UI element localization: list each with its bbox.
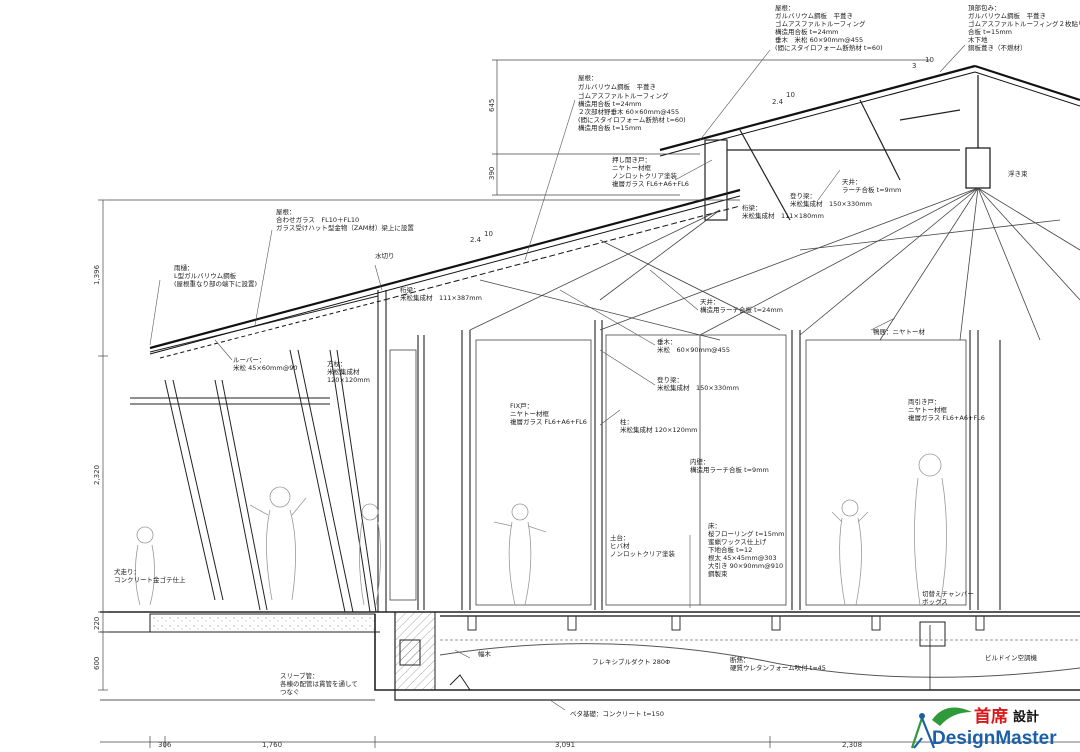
annotations: 屋根： ガルバリウム鋼板 平葺き ゴムアスファルトルーフィング 構造用合板 t=…: [114, 3, 1080, 718]
note-floor: 床： 桜フローリング t=15mm 蜜蝋ワックス仕上げ 下地合板 t=12 根太…: [708, 521, 787, 578]
note-slide-door: 両引き戸： ニヤトー材框 複層ガラス FL6+A6+FL6: [908, 397, 985, 422]
note-ridge: 頂部包み： ガルバリウム鋼板 平葺き ゴムアスファルトルーフィング２枚貼り 合板…: [968, 3, 1080, 52]
roof-lower: [149, 188, 741, 359]
note-head-mullion: 鴨居：ニヤトー材: [873, 327, 926, 336]
note-doghouse: 犬走り： コンクリート金ゴテ仕上: [114, 567, 186, 584]
note-beam-top: 桁梁： 米松集成材 111×180mm: [742, 203, 824, 220]
slope-ridge-rise: 3: [912, 62, 916, 70]
child-figures: [135, 453, 947, 606]
slope-mid-run: 10: [786, 91, 795, 99]
foundation: [100, 611, 1080, 701]
canopy-struts: [130, 295, 379, 613]
ceiling-rafters: [469, 187, 1080, 341]
dim-v-6: 600: [93, 657, 101, 670]
note-column: 柱： 米松集成材 120×120mm: [620, 417, 698, 434]
note-roof-top-left: 屋根： ガルバリウム鋼板 平葺き ゴムアスファルトルーフィング 構造用合板 t=…: [578, 73, 688, 132]
logo-english: DesignMaster: [932, 728, 1057, 749]
dim-v-2: 390: [488, 167, 496, 180]
leaf-swoosh-icon: [932, 707, 972, 726]
note-baseboard: 幅木: [478, 649, 492, 658]
note-sill: 土台： ヒバ材 ノンロットクリア塗装: [610, 533, 676, 558]
note-louver: ルーバー： 米松 45×60mm@90: [233, 356, 298, 372]
note-push-window: 押し開き戸： ニヤトー材框 ノンロットクリア塗装 複層ガラス FL6+A6+FL…: [612, 155, 689, 188]
dim-h-3: 3,091: [555, 741, 575, 749]
dim-v-1: 645: [488, 99, 496, 112]
slope-left-rise: 2.4: [470, 236, 482, 244]
note-climb-beam: 登り梁： 米松集成材 150×330mm: [657, 375, 739, 392]
compass-icon: [910, 713, 936, 749]
note-rafter: 垂木： 米松 60×90mm@455: [657, 337, 730, 354]
floor-joists: [440, 615, 1080, 631]
dim-texts: 306 1,760 3,091 2,308 645 390 1,396 2,32…: [93, 56, 934, 749]
dim-v-4: 2,320: [93, 465, 101, 485]
dim-h-4: 2,308: [842, 741, 862, 749]
dim-h-1: 306: [158, 741, 172, 749]
note-door-fix: FIX戸： ニヤトー材框 複層ガラス FL6+A6+FL6: [510, 402, 587, 426]
slope-mid-rise: 2.4: [772, 98, 784, 106]
logo-chinese: 首席: [974, 706, 1008, 727]
note-ceiling-top: 天井： ラーチ合板 t=9mm: [842, 177, 901, 194]
note-square-post: 方杖： 米松集成材 120×120mm: [327, 359, 370, 384]
note-insulation: 断熱： 硬質ウレタンフォーム吹付 t=45: [730, 655, 826, 672]
columns: [377, 290, 1001, 612]
slope-ridge-run: 10: [925, 56, 934, 64]
note-foundation: ベタ基礎：コンクリート t=150: [570, 709, 664, 718]
note-ceiling-mid: 天井： 構造用ラーチ合板 t=24mm: [700, 297, 783, 314]
note-glass-roof: 屋根： 合わせガラス FL10＋FL10 ガラス受けハット型金物（ZAM材）梁上…: [276, 207, 414, 232]
logo-chinese-sub: 設計: [1013, 709, 1039, 725]
note-sleeve: スリーブ管： 各棟の配管は貫管を通して つなぐ: [280, 671, 360, 696]
dim-v-3: 1,396: [93, 264, 101, 285]
dim-h-2: 1,760: [262, 741, 282, 749]
note-duct: フレキシブルダクト 280Φ: [592, 657, 670, 666]
note-interior-wall: 内壁： 構造用ラーチ合板 t=9mm: [690, 457, 769, 474]
slope-left-run: 10: [484, 230, 493, 238]
note-eaves: 雨樋： L型ガルバリウム鋼板 (屋根重なり部の端下に設置): [174, 263, 257, 288]
designmaster-logo: 首席 設計 DesignMaster: [910, 706, 1057, 749]
note-climb-beam-top: 登り梁： 米松集成材 150×330mm: [790, 191, 872, 208]
door-frames: [389, 334, 967, 606]
leader-lines: [149, 44, 966, 711]
note-beam-low: 桁梁： 米松集成材 111×387mm: [400, 285, 482, 302]
note-floating-rafter: 浮き束: [1008, 169, 1028, 178]
dimension-lines: [98, 59, 1080, 748]
note-damper: 切替えチャンバー ボックス: [922, 589, 976, 606]
note-mizukiri: 水切り: [375, 251, 395, 260]
dim-v-5: 220: [93, 617, 101, 630]
note-roof-top-mid: 屋根： ガルバリウム鋼板 平葺き ゴムアスファルトルーフィング 構造用合板 t=…: [775, 3, 883, 52]
upper-frame: [704, 99, 961, 221]
note-aircon: ビルドイン空調機: [985, 653, 1038, 662]
